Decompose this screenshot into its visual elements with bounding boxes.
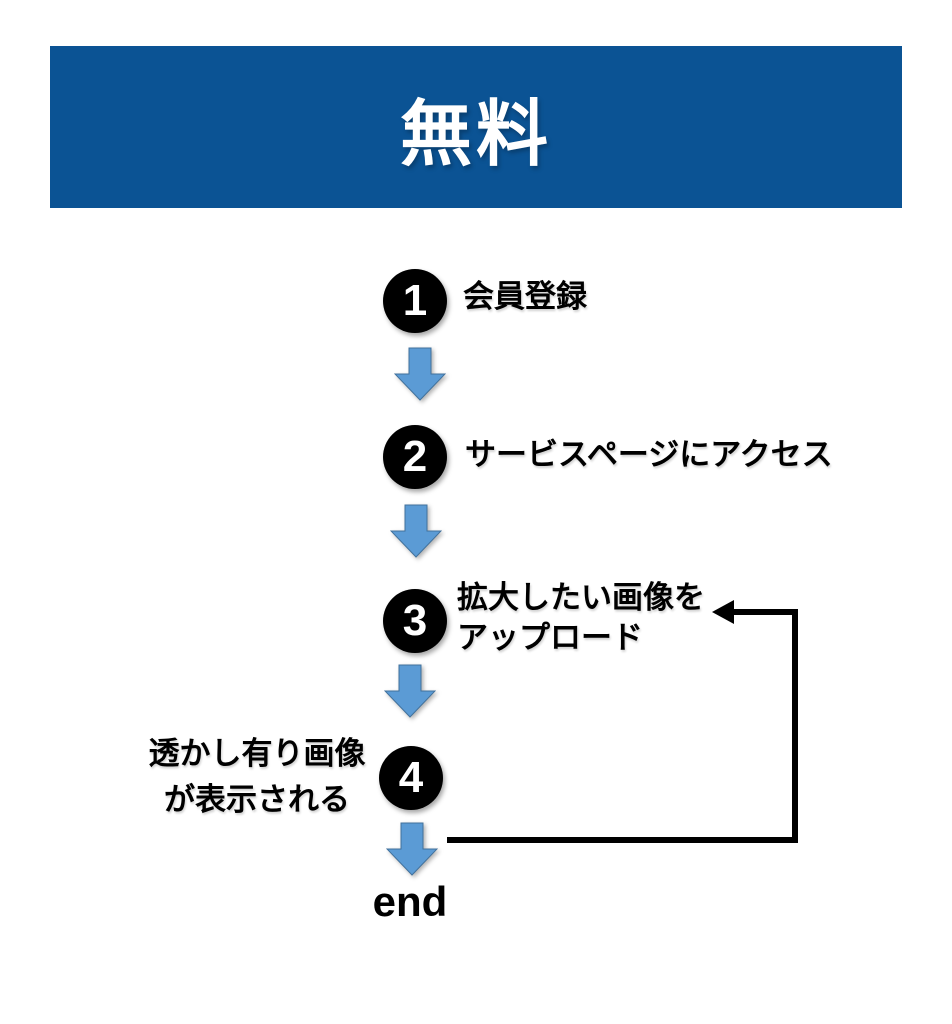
loop-back-arrow-vertical-segment <box>792 609 798 843</box>
step-2-number: 2 <box>402 432 428 481</box>
down-arrow-icon <box>384 664 436 718</box>
down-arrow-icon <box>390 504 442 558</box>
step-4-number-badge: 4 <box>379 746 443 810</box>
down-arrow-icon <box>386 822 438 876</box>
loop-back-arrow-bottom-segment <box>447 837 798 843</box>
step-1-number-badge: 1 <box>383 269 447 333</box>
step-3-label-line: アップロード <box>457 620 643 655</box>
step-3-label-line: 拡大したい画像を <box>457 580 705 615</box>
step-2-number-badge: 2 <box>383 425 447 489</box>
step-2-label-line: サービスページにアクセス <box>465 437 833 472</box>
step-1-number: 1 <box>402 276 428 325</box>
step-1-label-line: 会員登録 <box>463 279 587 314</box>
step-2-label: サービスページにアクセス <box>465 435 833 475</box>
step-1-label: 会員登録 <box>463 277 587 317</box>
end-label: end <box>372 878 448 925</box>
step-4-label: 透かし有り画像 が表示される <box>146 731 368 823</box>
step-3-number: 3 <box>402 596 428 645</box>
loop-back-arrow-top-segment <box>730 609 792 615</box>
step-3-label: 拡大したい画像を アップロード <box>457 578 705 658</box>
step-3-number-badge: 3 <box>383 589 447 653</box>
step-4-number: 4 <box>398 753 424 802</box>
down-arrow-icon <box>394 347 446 401</box>
step-4-label-line: が表示される <box>164 782 350 817</box>
step-4-label-line: 透かし有り画像 <box>148 736 366 771</box>
header-banner: 無料 <box>50 46 902 208</box>
loop-back-arrowhead-icon <box>712 600 734 624</box>
plan-title: 無料 <box>399 94 552 175</box>
